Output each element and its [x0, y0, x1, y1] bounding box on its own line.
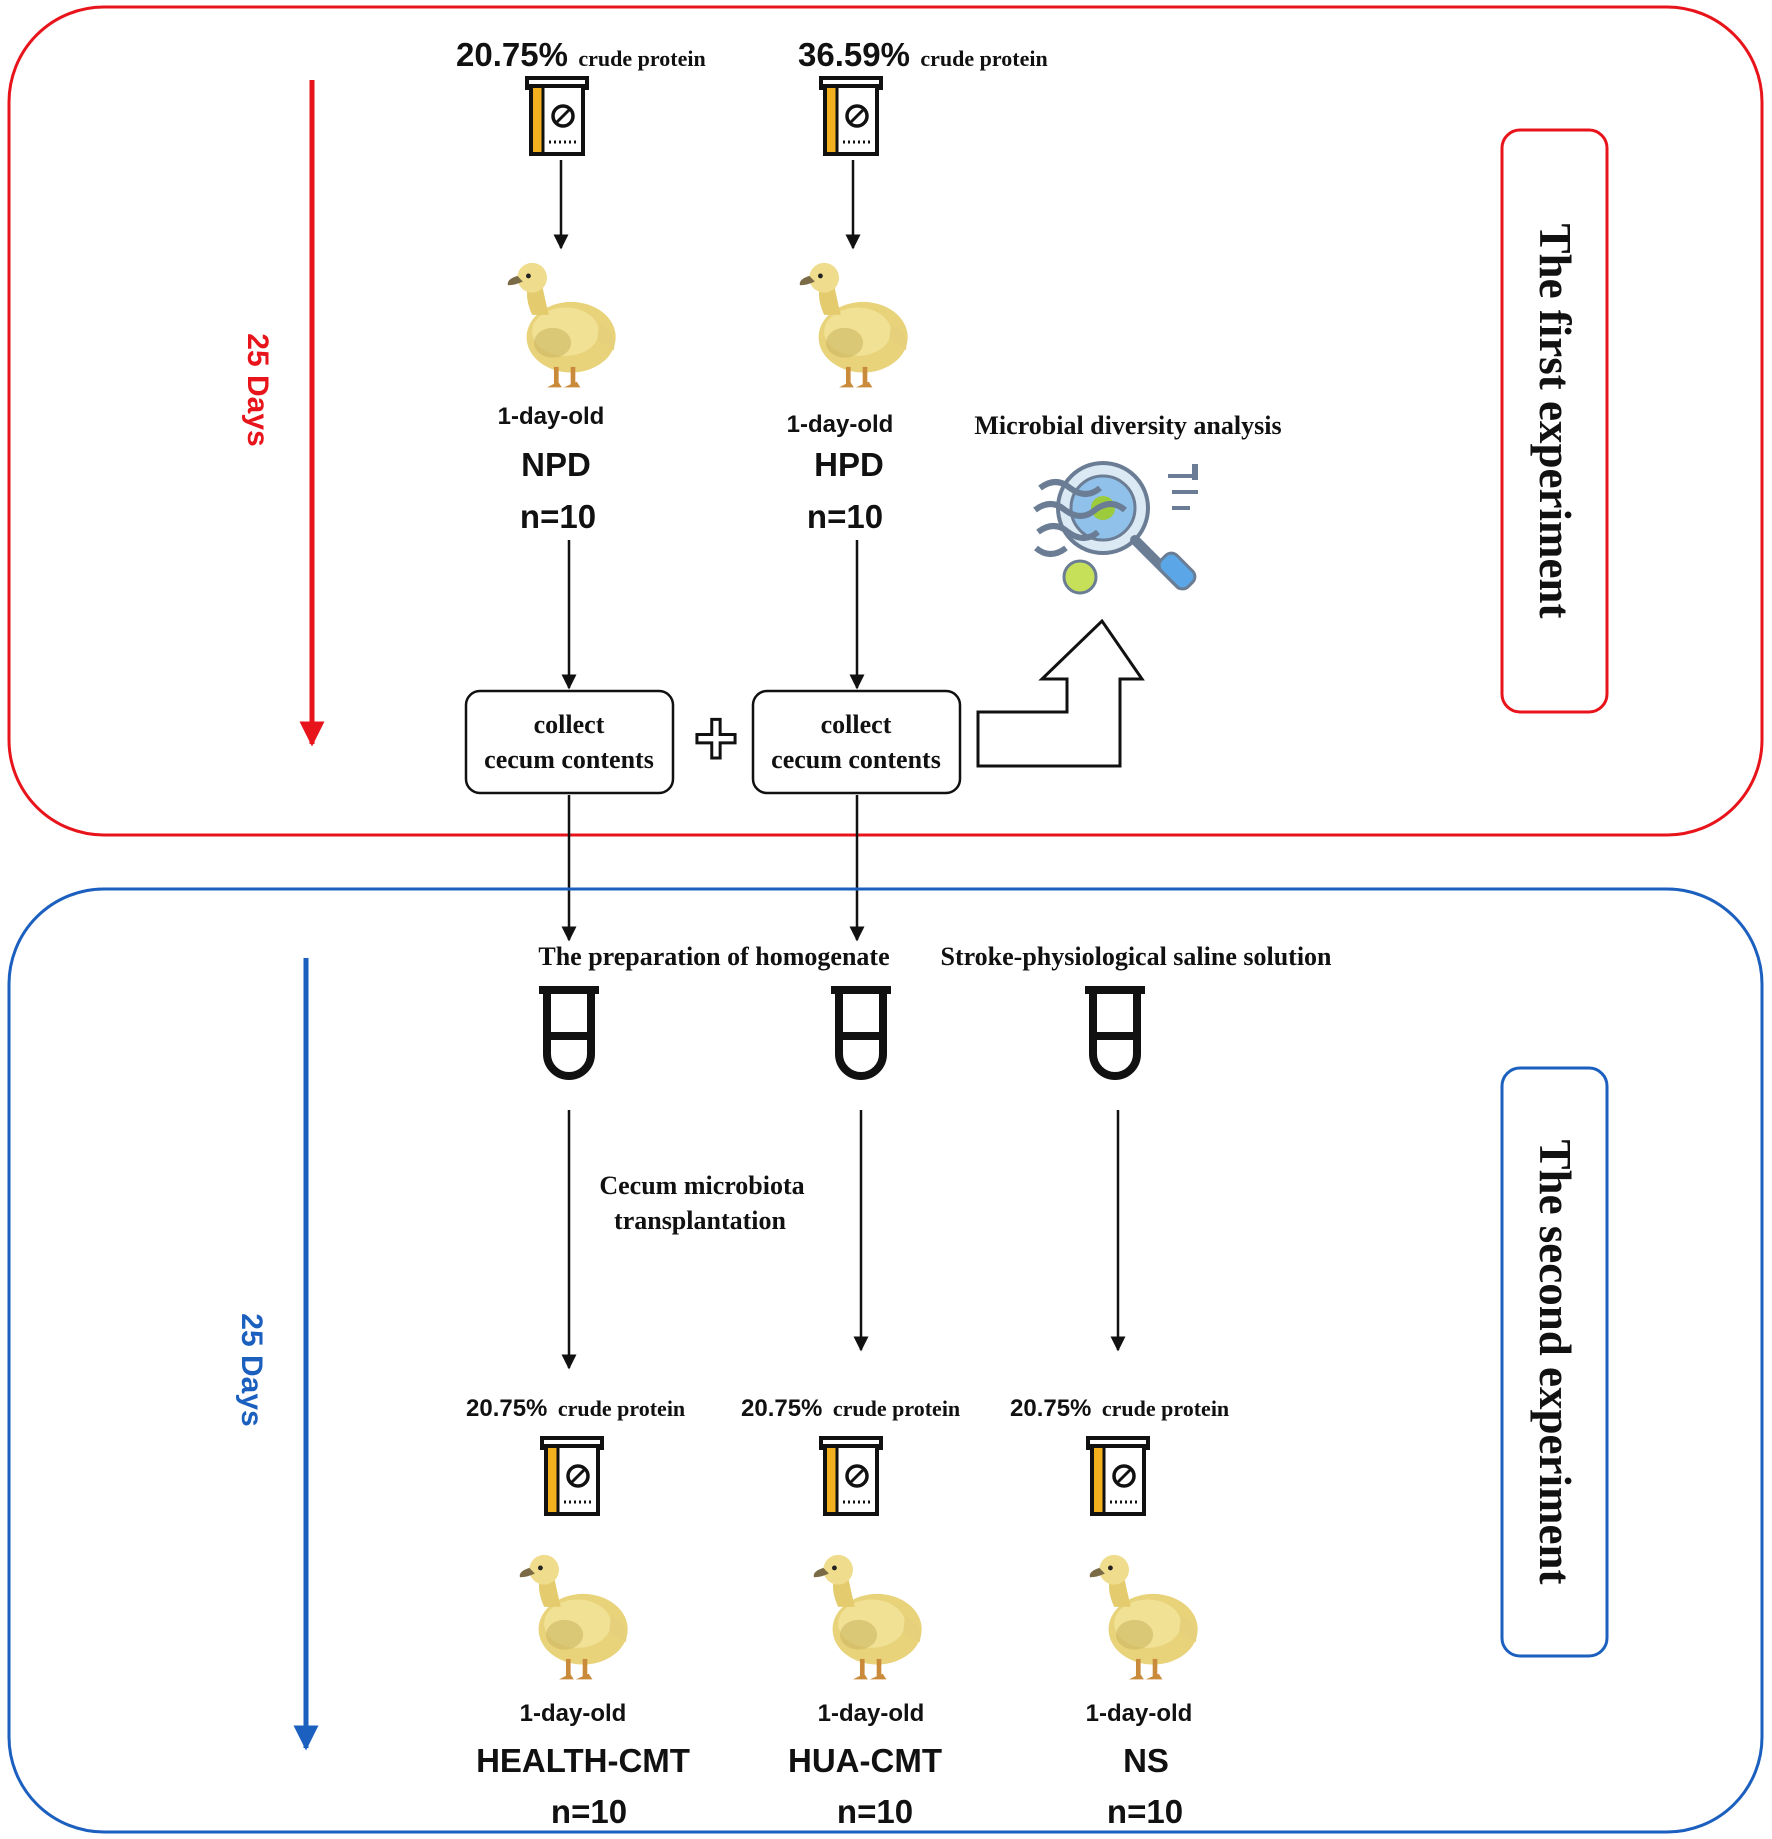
- saline-label: Stroke-physiological saline solution: [940, 942, 1332, 971]
- health-cmt-group: 20.75% crude protein 1-day-old HEALTH-CM…: [466, 1395, 690, 1830]
- hua-cmt-group: 20.75% crude protein 1-day-old HUA-CMT n…: [741, 1395, 960, 1830]
- hpd-collect-line1: collect: [821, 710, 892, 739]
- health-cmt-name: HEALTH-CMT: [476, 1742, 690, 1779]
- hpd-protein: 36.59% crude protein: [798, 36, 1048, 73]
- hua-cmt-protein: 20.75% crude protein: [741, 1395, 960, 1422]
- microbiome-magnifier-icon: [1033, 461, 1198, 595]
- gosling-icon: [814, 1555, 922, 1679]
- feed-bag-icon: [819, 1436, 883, 1516]
- hua-cmt-n: n=10: [837, 1793, 913, 1830]
- first-duration-label: 25 Days: [241, 333, 274, 446]
- transplant-line2: transplantation: [614, 1206, 786, 1235]
- hpd-collect-box: [751, 689, 962, 795]
- first-experiment-frame: [7, 5, 1764, 837]
- feed-bag-icon: [525, 76, 589, 156]
- first-experiment-label: The first experiment: [1530, 224, 1580, 619]
- hua-cmt-name: HUA-CMT: [788, 1742, 942, 1779]
- feed-bag-icon: [819, 76, 883, 156]
- plus-symbol: +: [694, 696, 738, 781]
- second-experiment-label-box: [1500, 1066, 1609, 1658]
- npd-collect-box: [464, 689, 675, 795]
- gosling-icon: [1090, 1555, 1198, 1679]
- hpd-age: 1-day-old: [787, 411, 894, 438]
- hpd-collect-line2: cecum contents: [771, 745, 941, 774]
- health-cmt-n: n=10: [551, 1793, 627, 1830]
- feed-bag-icon: [1086, 1436, 1150, 1516]
- hua-cmt-age: 1-day-old: [818, 1700, 925, 1727]
- gosling-icon: [508, 263, 616, 387]
- npd-n: n=10: [520, 498, 596, 535]
- hpd-name: HPD: [814, 446, 884, 483]
- first-experiment-label-box: [1500, 128, 1609, 714]
- npd-collect-line2: cecum contents: [484, 745, 654, 774]
- npd-group: 20.75% crude protein 1-day-old NPD n=10 …: [456, 36, 706, 795]
- feed-bag-icon: [540, 1436, 604, 1516]
- second-experiment-label: The second experiment: [1530, 1140, 1580, 1585]
- health-cmt-age: 1-day-old: [520, 1700, 627, 1727]
- second-duration-label: 25 Days: [235, 1313, 268, 1426]
- test-tube-icon: [539, 990, 599, 1076]
- homogenate-label: The preparation of homogenate: [538, 942, 889, 971]
- test-tube-icon: [1085, 990, 1145, 1076]
- npd-age: 1-day-old: [498, 403, 605, 430]
- hpd-group: 36.59% crude protein 1-day-old HPD n=10 …: [751, 36, 1048, 795]
- ns-age: 1-day-old: [1086, 1700, 1193, 1727]
- analysis-label: Microbial diversity analysis: [974, 411, 1281, 440]
- ns-group: 20.75% crude protein 1-day-old NS n=10: [1010, 1395, 1229, 1830]
- gosling-icon: [800, 263, 908, 387]
- gosling-icon: [520, 1555, 628, 1679]
- npd-name: NPD: [521, 446, 591, 483]
- ns-name: NS: [1123, 1742, 1169, 1779]
- test-tube-icon: [831, 990, 891, 1076]
- transplant-line1: Cecum microbiota: [599, 1171, 804, 1200]
- to-analysis-arrow: [976, 618, 1145, 768]
- npd-protein: 20.75% crude protein: [456, 36, 706, 73]
- second-experiment-frame: [7, 887, 1764, 1834]
- ns-protein: 20.75% crude protein: [1010, 1395, 1229, 1422]
- ns-n: n=10: [1107, 1793, 1183, 1830]
- npd-collect-line1: collect: [534, 710, 605, 739]
- hpd-n: n=10: [807, 498, 883, 535]
- health-cmt-protein: 20.75% crude protein: [466, 1395, 685, 1422]
